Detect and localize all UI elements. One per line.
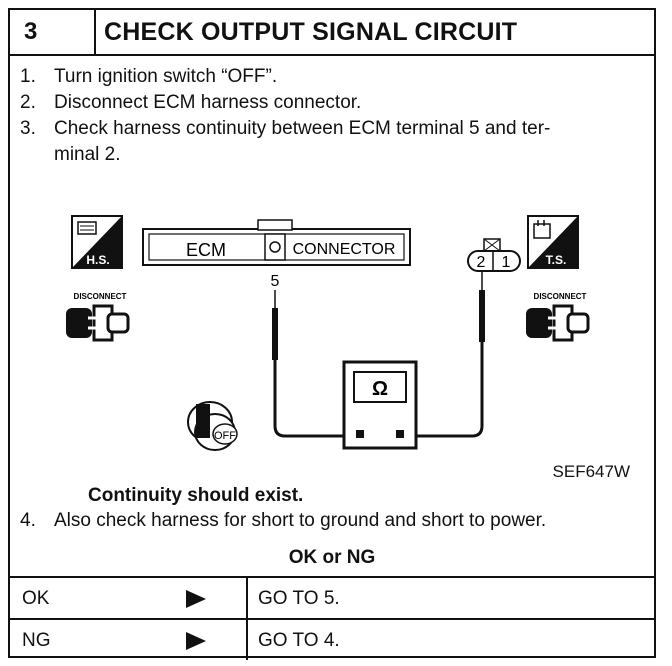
ohmmeter: Ω bbox=[342, 360, 418, 450]
outcome-row-ng: NG GO TO 4. bbox=[10, 620, 654, 660]
outcome-table: OK GO TO 5. NG GO TO 4. bbox=[10, 576, 654, 660]
disconnect-icon-left: DISCONNECT bbox=[66, 292, 130, 342]
ignition-key-icon: OFF bbox=[187, 401, 238, 451]
disconnect-icon-right: DISCONNECT bbox=[526, 292, 590, 342]
instruction-item: 2.Disconnect ECM harness connector. bbox=[20, 92, 362, 113]
disconnect-right-label: DISCONNECT bbox=[534, 292, 587, 301]
meter-jack-right bbox=[396, 430, 404, 438]
hs-label: H.S. bbox=[86, 253, 109, 267]
ohm-symbol: Ω bbox=[372, 378, 388, 400]
instruction-list: 1.Turn ignition switch “OFF”. 2.Disconne… bbox=[20, 64, 640, 168]
ts-label: T.S. bbox=[546, 253, 567, 267]
arrow-right-icon bbox=[186, 590, 206, 608]
outcome-row-ok: OK GO TO 5. bbox=[10, 578, 654, 620]
terminal-side-icon: T.S. bbox=[527, 215, 579, 269]
instruction-item: 4.Also check harness for short to ground… bbox=[20, 510, 547, 531]
outcome-key: OK bbox=[22, 588, 50, 609]
ignition-off-label: OFF bbox=[214, 430, 236, 442]
diagram-svg: H.S. ECM CONNECTOR 5 bbox=[66, 215, 590, 451]
harness-side-icon: H.S. bbox=[71, 215, 123, 269]
outcome-key: NG bbox=[22, 630, 51, 651]
probe-right bbox=[479, 290, 485, 342]
figure-code: SEF647W bbox=[552, 462, 630, 481]
ecm-connector: ECM CONNECTOR bbox=[142, 219, 411, 266]
step-title: CHECK OUTPUT SIGNAL CIRCUIT bbox=[104, 18, 518, 46]
wiring-diagram: H.S. ECM CONNECTOR 5 bbox=[10, 204, 654, 484]
meter-jack-left bbox=[356, 430, 364, 438]
arrow-right-icon bbox=[186, 632, 206, 650]
ok-ng-title: OK or NG bbox=[288, 547, 376, 568]
probe-left bbox=[272, 308, 278, 360]
disconnect-left-label: DISCONNECT bbox=[74, 292, 127, 301]
instruction-item: minal 2. bbox=[54, 144, 121, 165]
step-header: 3 CHECK OUTPUT SIGNAL CIRCUIT bbox=[10, 10, 654, 56]
terminal-5-label: 5 bbox=[271, 273, 280, 290]
sub-harness-connector: 2 1 bbox=[467, 238, 521, 272]
instruction-item: 3.Check harness continuity between ECM t… bbox=[20, 118, 551, 139]
instruction-item: 1.Turn ignition switch “OFF”. bbox=[20, 66, 278, 87]
terminal-1-label: 1 bbox=[502, 254, 511, 271]
step-number: 3 bbox=[10, 10, 96, 54]
result-note: Continuity should exist. bbox=[88, 485, 304, 506]
outcome-action: GO TO 4. bbox=[258, 630, 340, 651]
connector-label: CONNECTOR bbox=[293, 241, 396, 258]
terminal-2-label: 2 bbox=[477, 254, 486, 271]
outcome-action: GO TO 5. bbox=[258, 588, 340, 609]
ecm-label: ECM bbox=[186, 240, 226, 260]
procedure-card: 3 CHECK OUTPUT SIGNAL CIRCUIT 1.Turn ign… bbox=[8, 8, 656, 660]
